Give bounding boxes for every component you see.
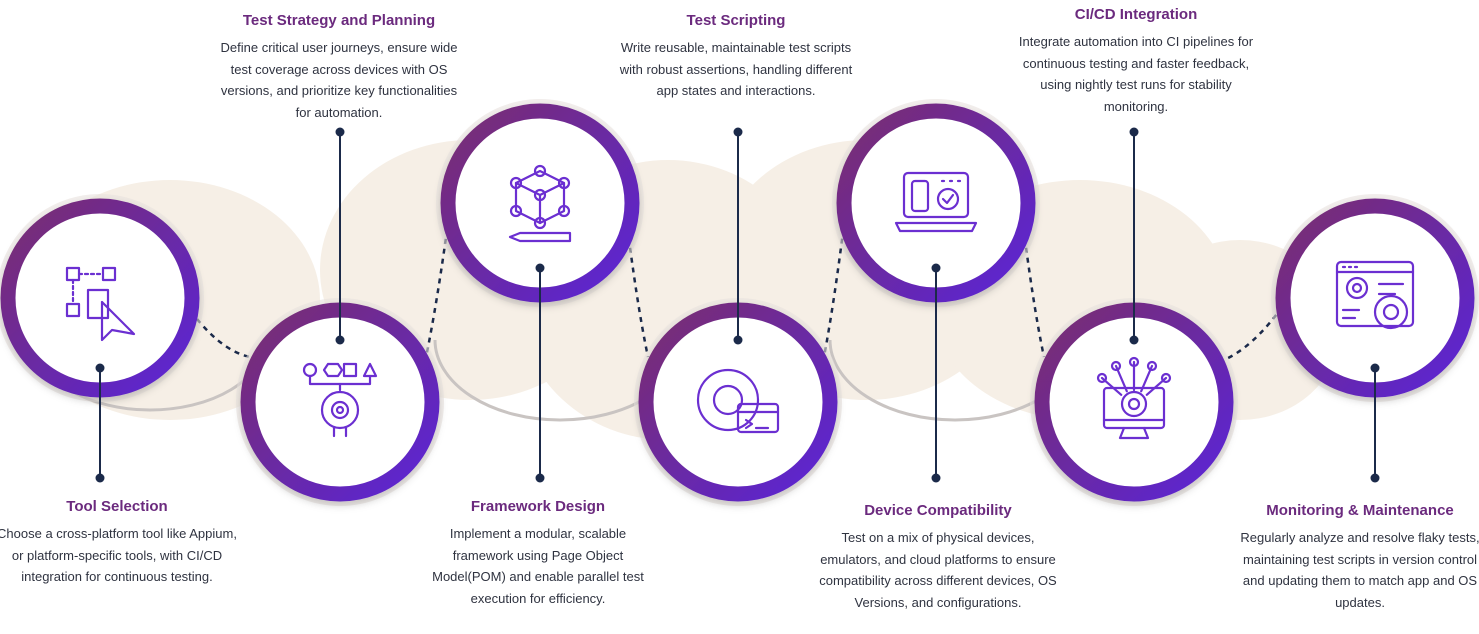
step-2-callout [335, 127, 345, 345]
step-5-circle [832, 99, 1040, 307]
step-5-title: Device Compatibility [864, 502, 1012, 519]
step-1-title: Tool Selection [66, 498, 168, 515]
step-4-title: Test Scripting [686, 12, 786, 29]
callout-lines [95, 127, 1380, 483]
browser-gears-icon [1335, 260, 1415, 330]
step-3-callout [535, 263, 545, 483]
step-2-title: Test Strategy and Planning [242, 12, 436, 29]
cube-pencil-icon [508, 164, 572, 243]
step-4-description: Write reusable, maintainable test script… [619, 40, 853, 98]
step-7-title: Monitoring & Maintenance [1266, 502, 1454, 519]
step-3-description: Implement a modular, scalable framework … [432, 526, 644, 606]
step-6-callout [1129, 127, 1139, 345]
step-4-callout [733, 127, 743, 345]
step-4-circle [634, 298, 842, 506]
step-1-callout [95, 363, 105, 483]
step-2-description: Define critical user journeys, ensure wi… [220, 40, 458, 120]
step-6-description: Integrate automation into CI pipelines f… [1018, 34, 1254, 114]
step-2-circle [236, 298, 444, 506]
monitor-gear-circuit-icon [1096, 356, 1172, 440]
step-5-callout [931, 263, 941, 483]
step-circles [0, 99, 1479, 506]
flowchart-cursor-icon [65, 266, 136, 342]
step-7-description: Regularly analyze and resolve flaky test… [1240, 530, 1479, 610]
step-5-description: Test on a mix of physical devices, emula… [819, 530, 1057, 610]
step-1-description: Choose a cross-platform tool like Appium… [0, 526, 237, 584]
step-6-title: CI/CD Integration [1074, 6, 1198, 23]
step-1-circle [0, 194, 204, 402]
step-6-circle [1030, 298, 1238, 506]
step-3-title: Framework Design [470, 498, 606, 515]
laptop-phone-check-icon [894, 171, 978, 233]
step-7-callout [1370, 363, 1380, 483]
step-3-circle [436, 99, 644, 307]
gear-terminal-icon [696, 368, 780, 434]
strategy-gear-icon [302, 362, 378, 438]
